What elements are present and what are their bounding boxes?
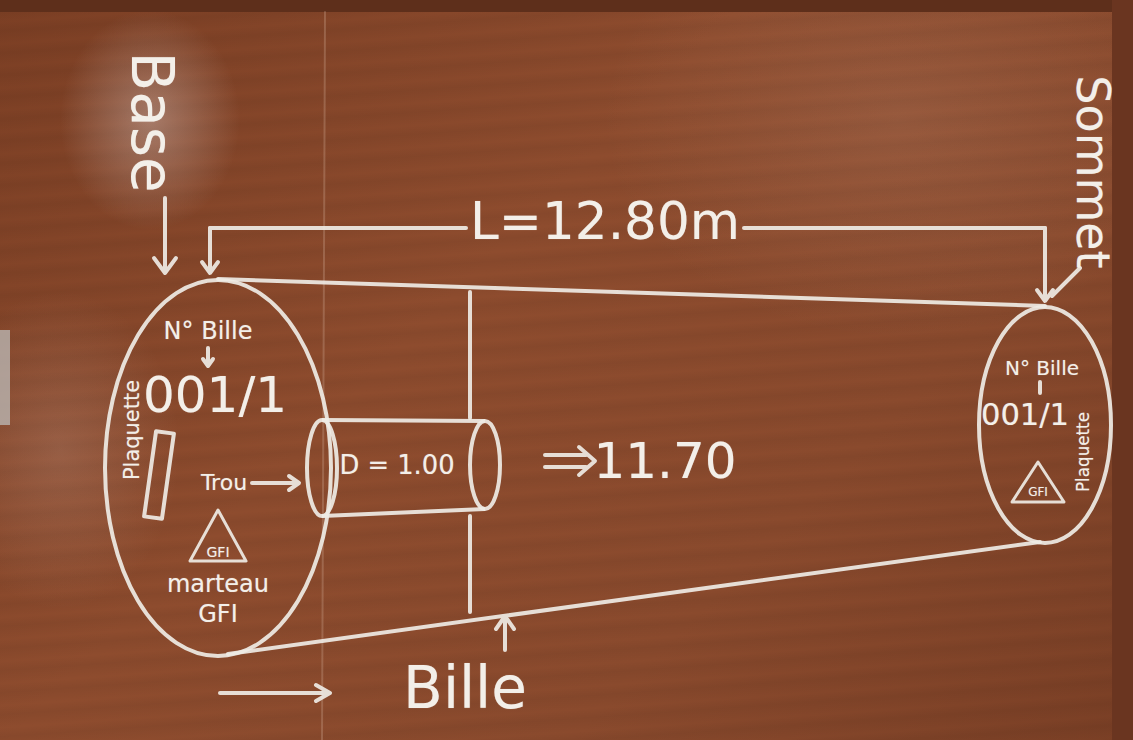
bille-number-label: N° Bille	[164, 318, 253, 346]
hole-end	[470, 421, 500, 509]
length-dimension: L=12.80m	[470, 192, 740, 251]
log-base-end: N° Bille 001/1PlaquetteTrou marteau GFI GFI	[103, 278, 333, 658]
hole-end	[307, 420, 337, 516]
bille-number-label: N° Bille	[1005, 357, 1079, 380]
end-outline	[105, 280, 331, 656]
end-label: Base	[119, 51, 186, 192]
hammer-mark: GFI	[1010, 460, 1066, 504]
triangle-outline	[1012, 462, 1064, 502]
hammer-mark-text: GFI	[1028, 486, 1048, 500]
plaquette-label: Plaquette	[1074, 412, 1093, 492]
end-outline	[979, 307, 1111, 543]
hammer-mark-text: GFI	[206, 544, 229, 560]
end-label: Sommet	[1067, 75, 1120, 268]
hole-side	[322, 509, 485, 516]
bille-number: 001/1	[981, 397, 1069, 432]
log-top-end: N° Bille 001/1 PlaquetteGFI	[977, 305, 1113, 545]
hole-cylinder: D = 1.00	[305, 418, 502, 518]
hammer-mark: GFI	[188, 508, 248, 563]
triangle-outline	[190, 510, 246, 561]
dimension-value: 11.70	[593, 433, 736, 491]
hole-label: Trou	[201, 470, 247, 495]
hole-diameter: D = 1.00	[339, 451, 454, 481]
part-label: Bille	[403, 655, 527, 722]
hole-side	[322, 420, 485, 421]
plaquette-label: Plaquette	[120, 380, 144, 480]
hammer-label: marteau GFI	[163, 569, 273, 629]
bille-number: 001/1	[143, 367, 287, 425]
